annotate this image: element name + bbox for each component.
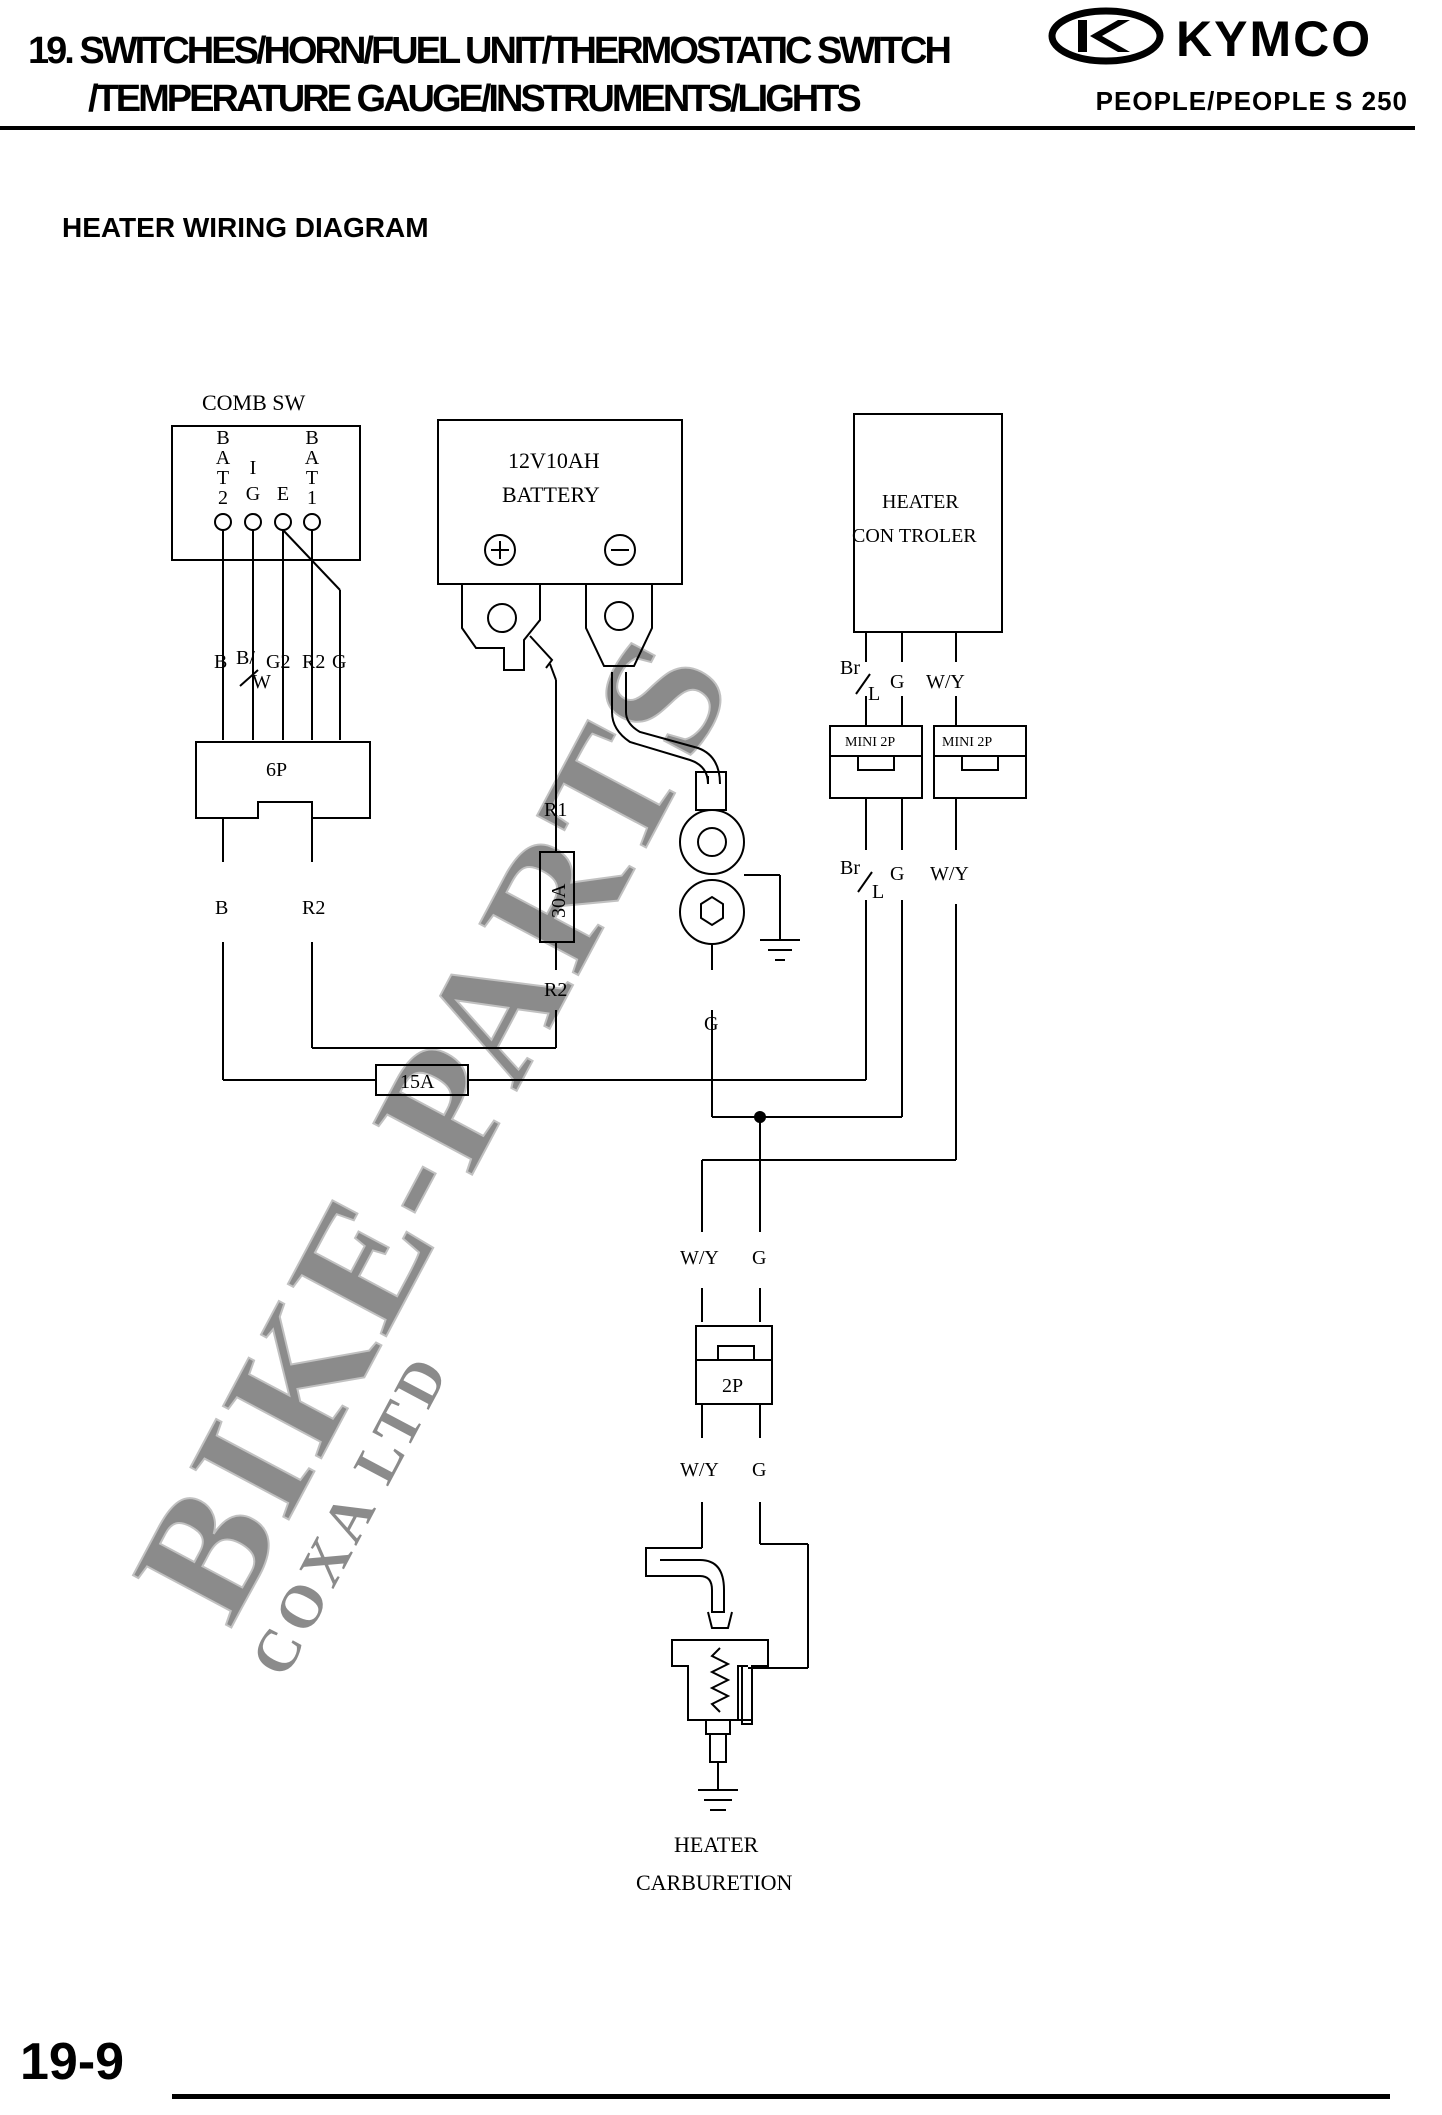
comb-switch-title: COMB SW: [202, 390, 306, 415]
model-name: PEOPLE/PEOPLE S 250: [1095, 86, 1408, 116]
fuse-15a-label: 15A: [400, 1071, 435, 1093]
fuse-30a-label: 30A: [548, 883, 570, 918]
heater-controller-box: [853, 413, 1003, 633]
svg-text:Br: Br: [840, 657, 860, 679]
watermark-main: BIKE-PARTS: [97, 605, 770, 1647]
svg-text:R2: R2: [302, 651, 325, 673]
wire-label-g-lower: G: [752, 1459, 766, 1481]
section-title-line-2: /TEMPERATURE GAUGE/INSTRUMENTS/LIGHTS: [88, 78, 862, 120]
battery-label-2: BATTERY: [502, 482, 600, 507]
comb-switch-terminal-bat2: B A T 2: [216, 427, 231, 509]
wire-label-g-ground: G: [704, 1013, 718, 1035]
svg-text:I: I: [250, 457, 257, 479]
mini-connector-2: [933, 725, 1027, 757]
connector-2p-label: 2P: [722, 1375, 743, 1397]
controller-wire-labels-lower: Br L G W/Y: [840, 857, 969, 903]
svg-text:E: E: [277, 483, 289, 505]
carburetion-label-1: HEATER: [674, 1832, 759, 1857]
ground-icon: [744, 874, 800, 961]
carburetion-heater-plug: [645, 1547, 725, 1613]
comb-switch-wire-colors: B B/ W G2 R2 G: [214, 647, 346, 693]
svg-text:B: B: [214, 651, 227, 673]
connector-6p-label: 6P: [266, 759, 287, 781]
wire-label-b: B: [215, 897, 228, 919]
svg-text:G: G: [246, 483, 260, 505]
svg-text:W/Y: W/Y: [930, 863, 969, 885]
svg-text:G: G: [890, 671, 904, 693]
comb-switch-terminal-ig: I G: [246, 457, 260, 505]
battery-box: [437, 419, 683, 585]
svg-text:G: G: [890, 863, 904, 885]
svg-text:W/Y: W/Y: [926, 671, 965, 693]
connector-6p: [195, 741, 371, 819]
comb-switch-terminal-bat1: B A T 1: [305, 427, 320, 509]
wire-label-r2: R2: [302, 897, 325, 919]
wire-label-g-upper: G: [752, 1247, 766, 1269]
page-number: 19-9: [20, 2033, 125, 2091]
heater-element-icon: [709, 1647, 731, 1713]
wire-label-r1: R1: [544, 799, 567, 821]
junction-dot: [754, 1111, 766, 1123]
wire-label-wy-lower: W/Y: [680, 1459, 719, 1481]
svg-text:T: T: [306, 467, 318, 489]
mini-connector-1: [829, 725, 923, 757]
svg-text:W: W: [252, 671, 271, 693]
svg-text:2: 2: [218, 487, 228, 509]
wire-label-wy-upper: W/Y: [680, 1247, 719, 1269]
svg-text:Br: Br: [840, 857, 860, 879]
svg-text:B/: B/: [236, 647, 255, 669]
svg-text:G: G: [332, 651, 346, 673]
comb-switch-terminal-e: E: [277, 483, 289, 505]
brand-name: KYMCO: [1176, 11, 1373, 67]
svg-text:G2: G2: [266, 651, 290, 673]
svg-text:L: L: [868, 683, 880, 705]
mini-connector-1-label: MINI 2P: [845, 735, 895, 750]
footer-rule: [172, 2094, 1390, 2099]
kymco-logo-icon: [1048, 7, 1164, 65]
svg-text:T: T: [217, 467, 229, 489]
connector-2p: [695, 1325, 773, 1361]
comb-switch-box: [171, 425, 361, 561]
svg-text:L: L: [872, 881, 884, 903]
diagram-heading: HEATER WIRING DIAGRAM: [62, 212, 429, 243]
heater-controller-label-1: HEATER: [882, 491, 959, 513]
brand-logo: KYMCO: [1048, 6, 1408, 67]
wire-label-r2-fuse: R2: [544, 979, 567, 1001]
battery-negative-icon: [604, 534, 636, 566]
svg-text:1: 1: [307, 487, 317, 509]
svg-text:B: B: [216, 427, 229, 449]
heater-controller-label-2: CON TROLER: [852, 525, 977, 547]
controller-wire-labels-upper: Br L G W/Y: [840, 657, 965, 705]
battery-label-1: 12V10AH: [508, 448, 600, 473]
carburetion-ground-icon: [698, 1789, 738, 1811]
svg-text:A: A: [305, 447, 320, 469]
carburetion-label-2: CARBURETION: [636, 1870, 793, 1895]
section-title-line-1: 19. SWITCHES/HORN/FUEL UNIT/THERMOSTATIC…: [28, 30, 952, 72]
svg-text:B: B: [305, 427, 318, 449]
watermark: BIKE-PARTS COXA LTD: [96, 604, 771, 1686]
mini-connector-2-label: MINI 2P: [942, 735, 992, 750]
header-rule: [0, 126, 1415, 130]
battery-positive-icon: [484, 534, 516, 566]
svg-text:A: A: [216, 447, 231, 469]
